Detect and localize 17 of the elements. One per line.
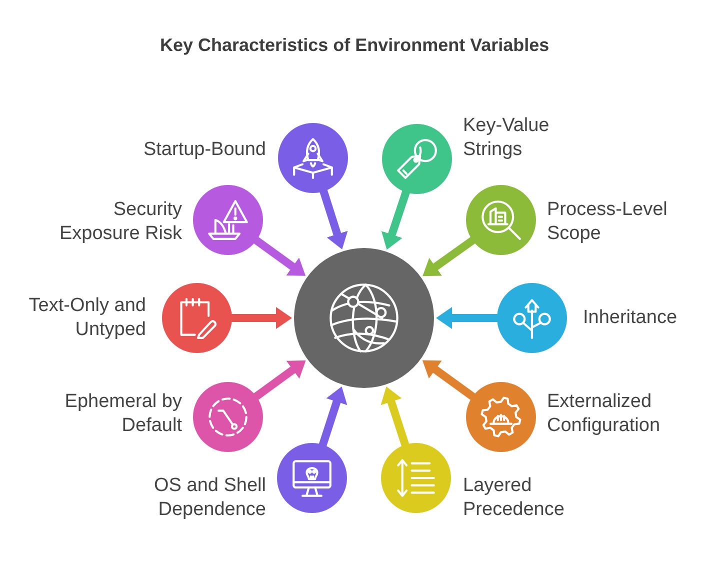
arrow	[318, 385, 348, 448]
title: Key Characteristics of Environment Variables	[160, 34, 550, 57]
arrow	[380, 385, 410, 448]
characteristic-label: Key-Value Strings	[463, 114, 550, 162]
characteristic-label: Inheritance	[583, 306, 678, 330]
characteristic-label: Startup-Bound	[142, 138, 266, 162]
characteristic-label: Layered Precedence	[463, 474, 566, 522]
characteristic-label: OS and Shell Dependence	[153, 474, 266, 522]
characteristic-label: Ephemeral by Default	[64, 390, 182, 438]
characteristic-label: Text-Only and Untyped	[28, 294, 146, 342]
arrow	[319, 188, 348, 251]
arrow	[381, 189, 410, 251]
characteristic-label: Externalized Configuration	[547, 390, 662, 438]
characteristic-label: Security Exposure Risk	[58, 198, 182, 246]
characteristic-label: Process-Level Scope	[547, 198, 668, 246]
arrow	[230, 307, 292, 329]
arrow	[436, 307, 499, 329]
